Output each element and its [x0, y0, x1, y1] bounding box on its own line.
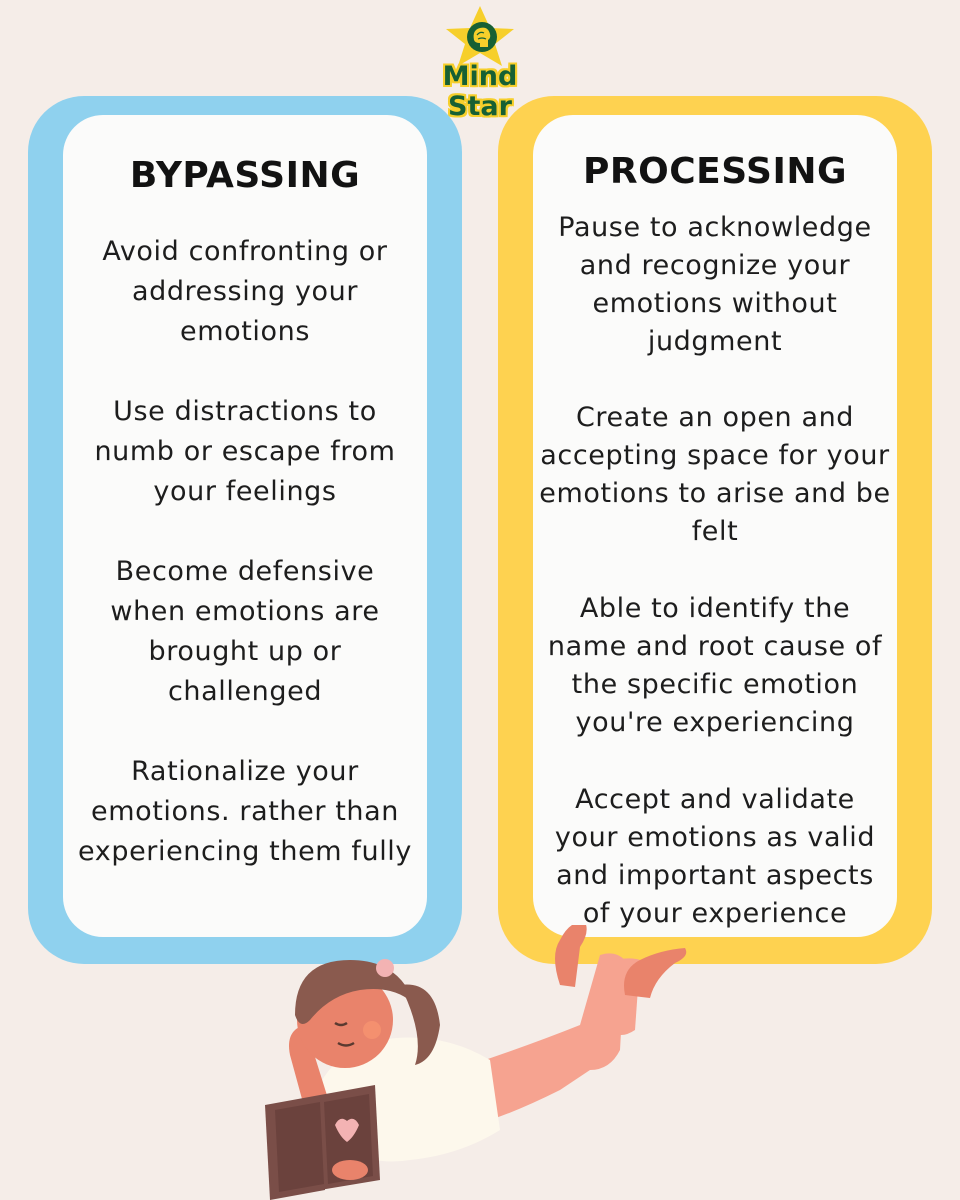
processing-item-2: Create an open and accepting space for y…	[539, 402, 891, 547]
star-brain-icon	[446, 6, 514, 66]
processing-title: PROCESSING	[582, 151, 848, 192]
bypassing-card: BYPASSING Avoid confronting or addressin…	[63, 115, 427, 937]
foot-left	[555, 925, 587, 987]
logo-text-mind: Mind	[442, 61, 518, 92]
processing-item-1: Pause to acknowledge and recognize your …	[558, 212, 872, 357]
bypassing-item-3: Become defensive when emotions are broug…	[110, 556, 380, 707]
pants	[470, 953, 625, 1120]
heart-icon	[335, 1118, 359, 1142]
bypassing-title: BYPASSING	[129, 155, 361, 196]
bypassing-item-4: Rationalize your emotions. rather than e…	[78, 756, 412, 867]
bypassing-item-1: Avoid confronting or addressing your emo…	[102, 236, 388, 347]
logo-text-star: Star	[448, 91, 512, 122]
bypassing-item-2: Use distractions to numb or escape from …	[94, 396, 396, 507]
processing-item-4: Accept and validate your emotions as val…	[554, 784, 876, 929]
foot-right	[624, 948, 687, 998]
processing-item-3: Able to identify the name and root cause…	[547, 593, 883, 738]
mind-star-logo: Mind Star	[432, 4, 528, 128]
processing-card: PROCESSING Pause to acknowledge and reco…	[533, 115, 897, 937]
girl-reading-illustration	[265, 925, 687, 1200]
